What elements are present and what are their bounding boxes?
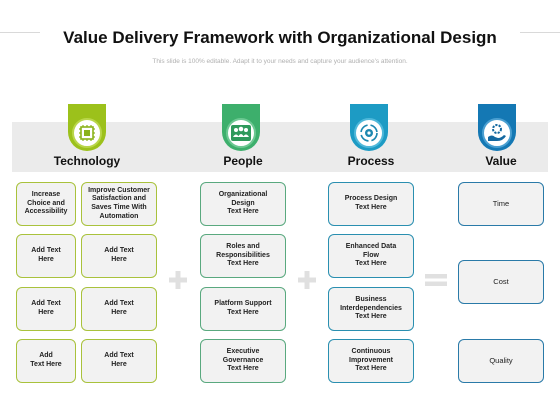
people-item: Organizational Design Text Here [200,182,286,226]
process-item: Business Interdependencies Text Here [328,287,414,331]
people-badge [218,104,264,154]
value-badge [474,104,520,154]
process-item: Continuous Improvement Text Here [328,339,414,383]
equals-icon [425,274,447,286]
gear-cycle-icon [350,104,388,152]
title-rule-right [520,32,560,33]
technology-item: Improve Customer Satisfaction and Saves … [81,182,157,226]
people-item: Platform Support Text Here [200,287,286,331]
column-header-technology: Technology [53,154,121,168]
plus-icon [169,271,187,289]
people-item: Executive Governance Text Here [200,339,286,383]
people-item: Roles and Responsibilities Text Here [200,234,286,278]
process-item: Enhanced Data Flow Text Here [328,234,414,278]
technology-item: Add Text Here [16,287,76,331]
technology-item: Add Text Here [81,234,157,278]
column-header-process: Process [347,154,395,168]
page-subtitle: This slide is 100% editable. Adapt it to… [152,58,408,65]
technology-item: Add Text Here [81,339,157,383]
technology-badge [64,104,110,154]
technology-item: Add Text Here [81,287,157,331]
technology-item: Increase Choice and Accessibility [16,182,76,226]
team-icon [222,104,260,152]
title-rule-left [0,32,40,33]
chip-icon [68,104,106,152]
page-title: Value Delivery Framework with Organizati… [63,28,497,47]
technology-item: Add Text Here [16,234,76,278]
hand-gear-icon [478,104,516,152]
value-item: Time [458,182,544,226]
process-item: Process Design Text Here [328,182,414,226]
process-badge [346,104,392,154]
value-item: Quality [458,339,544,383]
plus-icon [298,271,316,289]
column-header-people: People [223,154,263,168]
column-header-value: Value [485,154,517,168]
value-item: Cost [458,260,544,304]
technology-item: Add Text Here [16,339,76,383]
